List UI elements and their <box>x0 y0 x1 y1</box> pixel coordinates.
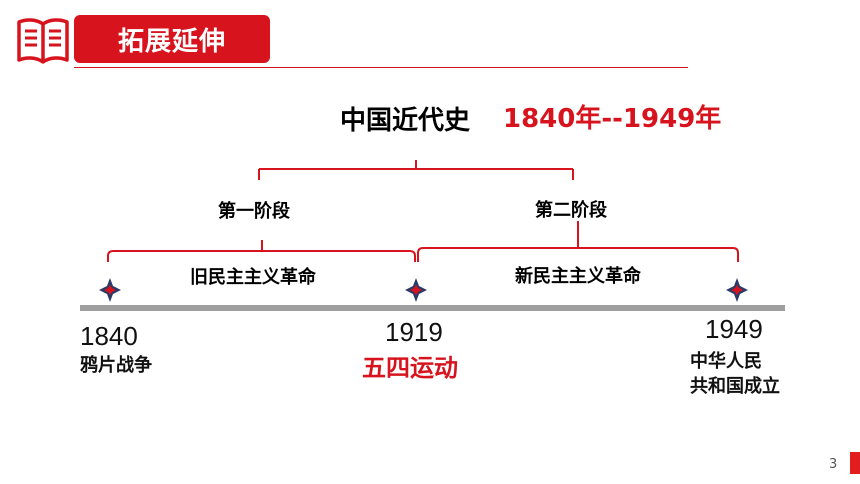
stage-label-second: 第二阶段 <box>535 200 607 221</box>
stage-label-first: 第一阶段 <box>218 201 290 222</box>
revolution-label-new-democratic: 新民主主义革命 <box>515 266 641 287</box>
top-bracket <box>258 160 574 180</box>
section-title-banner: 拓展延伸 <box>74 15 270 63</box>
right-bracket <box>417 221 739 262</box>
diagram-date-range: 1840年--1949年 <box>503 104 722 134</box>
section-title: 拓展延伸 <box>117 26 226 57</box>
star-marker-icon <box>726 278 748 302</box>
page-number: 3 <box>829 457 838 472</box>
left-bracket <box>107 240 416 262</box>
header-divider <box>74 67 688 68</box>
timeline-event-1949-line2: 共和国成立 <box>690 376 780 397</box>
timeline-year-1949: 1949 <box>705 314 763 344</box>
star-marker-icon <box>405 278 427 302</box>
timeline-event-1840: 鸦片战争 <box>80 355 152 376</box>
timeline-event-1949-line1: 中华人民 <box>690 351 762 372</box>
timeline-bar <box>80 305 785 311</box>
diagram-title: 中国近代史 <box>340 106 471 136</box>
book-icon <box>17 18 69 64</box>
page-corner-accent <box>850 452 860 474</box>
timeline-year-1919: 1919 <box>385 317 443 347</box>
timeline-event-1919: 五四运动 <box>362 354 458 382</box>
revolution-label-old-democratic: 旧民主主义革命 <box>190 267 316 288</box>
timeline-year-1840: 1840 <box>80 321 138 351</box>
star-marker-icon <box>99 278 121 302</box>
